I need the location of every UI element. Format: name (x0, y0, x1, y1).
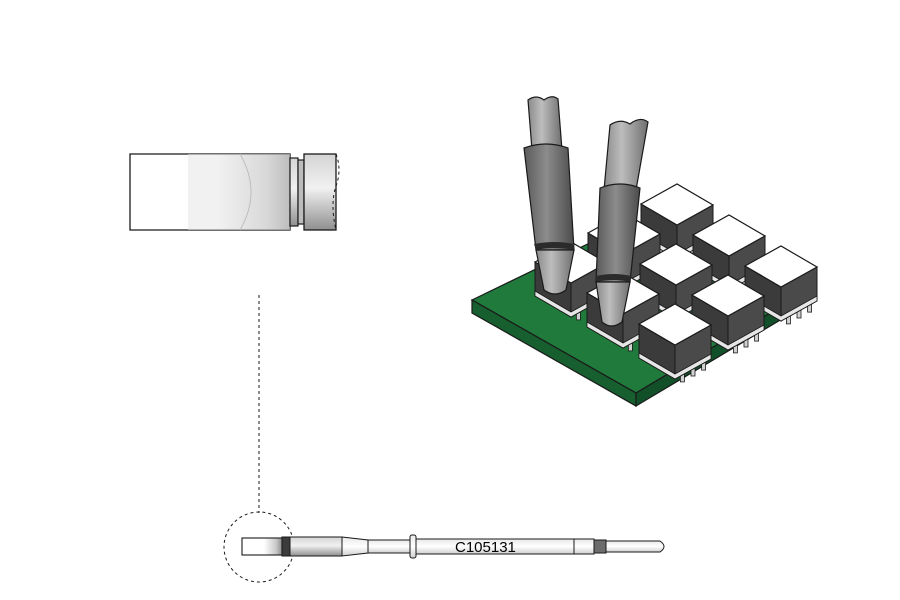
iron-shaft-left-sleeve (523, 143, 575, 251)
chip-base-stripe (638, 352, 712, 380)
iron-shaft-left-tip (535, 249, 575, 295)
chip-top-face (638, 243, 714, 286)
iron-shaft-left-upper (527, 96, 563, 151)
desoldering-tips (523, 96, 649, 327)
iron-shaft-right-sleeve (595, 183, 641, 283)
tip-neck-ring-1 (289, 157, 299, 227)
tip-neck-collar (303, 153, 337, 231)
iron-shaft-right-ring (596, 274, 631, 282)
tip-blade-shade (188, 154, 290, 230)
cartridge-taper (341, 536, 369, 557)
iron-shaft-left (523, 96, 575, 295)
cartridge-part-number: C105131 (455, 539, 516, 556)
cartridge-end-pin (605, 540, 665, 553)
cartridge-collar-dark (281, 536, 291, 557)
chip-array (533, 183, 819, 383)
iron-shaft-right-tip (595, 281, 631, 327)
chip-top-face (690, 274, 766, 317)
iron-shaft-left-ring (534, 242, 574, 250)
iron-shaft-right (595, 118, 649, 327)
cartridge-tip (241, 537, 283, 556)
tip-neck-ring-2 (297, 159, 305, 225)
pcb-assembly (470, 183, 819, 408)
chip-top-face (691, 214, 767, 257)
tip-detail-enlarged (129, 153, 340, 231)
cartridge-full-view: C105131 (241, 534, 665, 559)
chip-top-face (743, 245, 819, 288)
chip-top-face (639, 183, 715, 226)
chip-2-0 (637, 303, 713, 383)
cartridge-rod-front (367, 539, 411, 554)
cartridge-sleeve (289, 536, 343, 557)
chip-top-face (637, 303, 713, 346)
iron-shaft-right-upper (603, 118, 649, 191)
tip-break-line (332, 153, 340, 231)
tip-blade-curve (239, 153, 252, 231)
cartridge-ring (409, 534, 417, 559)
cartridge-contact-band (593, 539, 607, 554)
